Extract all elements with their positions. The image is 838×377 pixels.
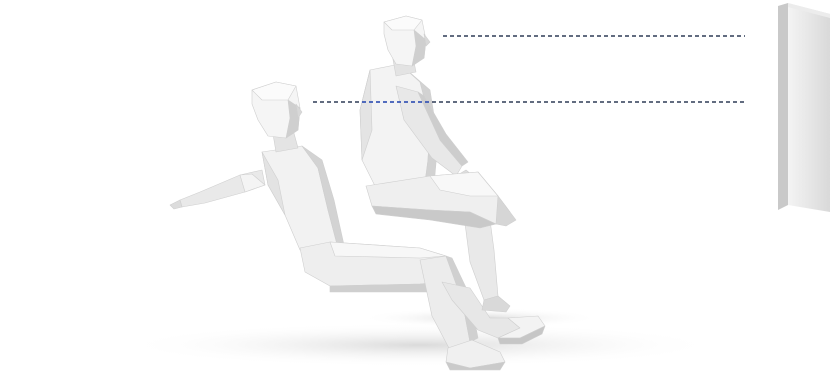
reclined-figure-arm [170, 170, 265, 209]
reclined-figure-head [252, 82, 302, 152]
wall-display-panel [778, 3, 830, 212]
floor-shadow [120, 308, 720, 367]
